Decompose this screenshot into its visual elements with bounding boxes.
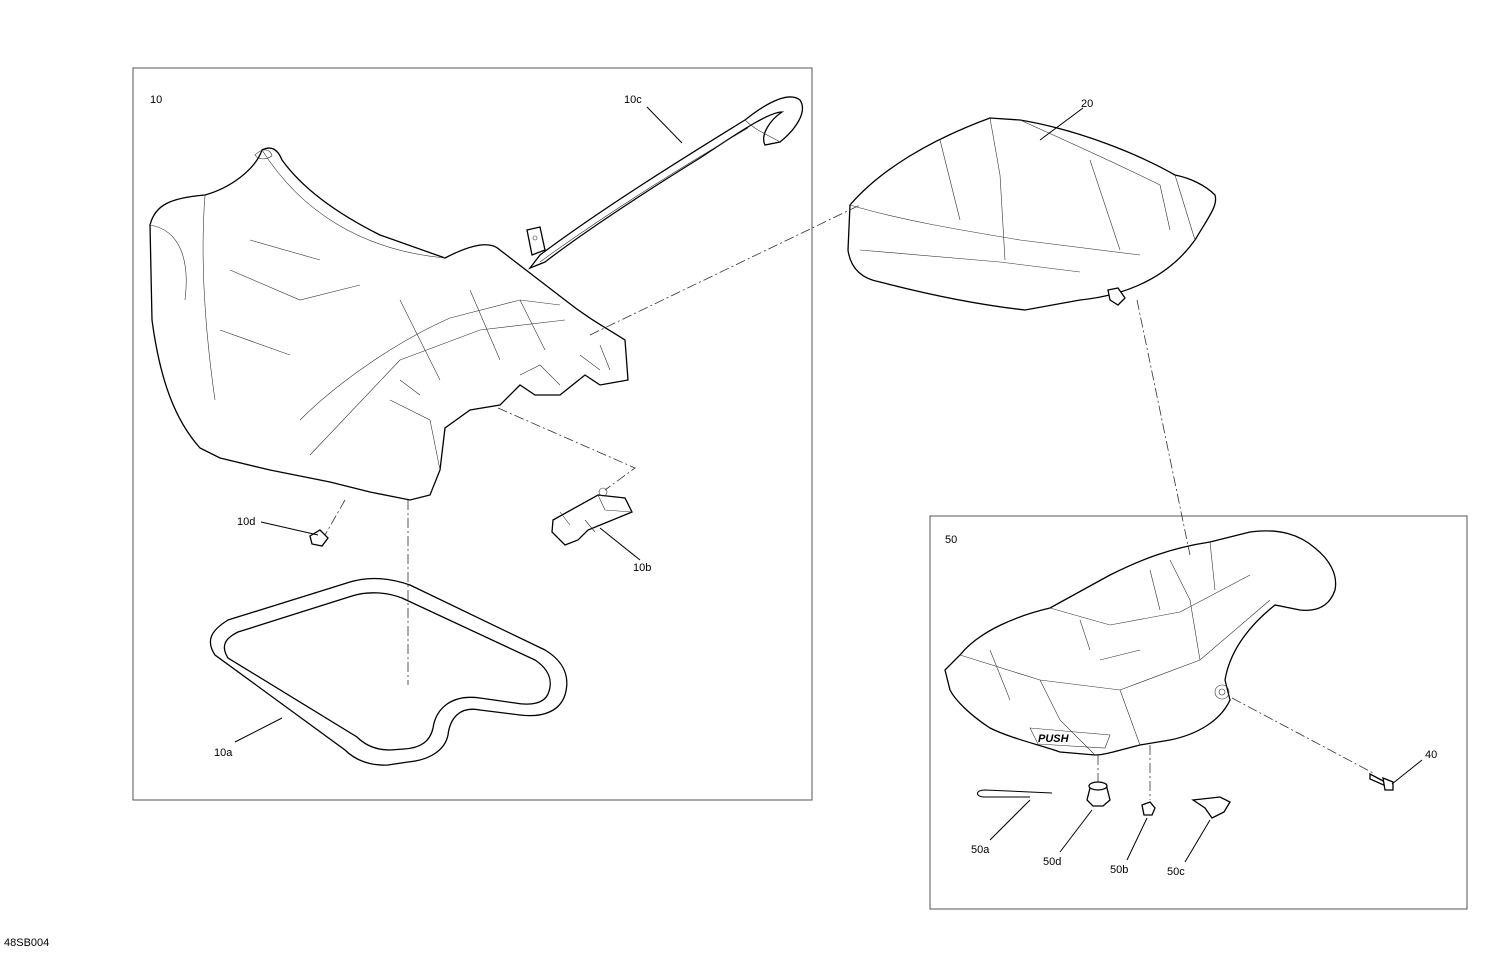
callout-50b: 50b: [1110, 864, 1128, 876]
callout-10c: 10c: [624, 94, 642, 106]
group-label-10: 10: [150, 94, 162, 106]
part-bracket: [551, 487, 633, 546]
part-pin: [977, 789, 1053, 798]
callout-10a: 10a: [214, 747, 233, 759]
assembly-lines: [324, 204, 1376, 800]
callout-50a: 50a: [971, 844, 990, 856]
part-gasket: [209, 577, 568, 766]
part-storage-tub: PUSH: [944, 530, 1337, 756]
leader-lines: [234, 106, 1423, 863]
callout-10b: 10b: [633, 562, 651, 574]
part-nut: [1141, 801, 1156, 816]
part-seat-rear: [847, 117, 1217, 311]
part-latch: [1191, 796, 1231, 819]
callout-50c: 50c: [1167, 866, 1185, 878]
callout-50d: 50d: [1043, 856, 1061, 868]
part-knob: [1086, 781, 1111, 807]
callout-10d: 10d: [237, 516, 255, 528]
part-grab-strap: [526, 96, 804, 270]
diagram-code: 48SB004: [4, 937, 49, 949]
callout-40: 40: [1425, 749, 1437, 761]
group-frame-50: [929, 515, 1468, 910]
tub-emboss-text: PUSH: [1038, 733, 1070, 745]
group-label-50: 50: [945, 534, 957, 546]
group-frame-10: [132, 67, 813, 801]
part-screw: [1369, 772, 1394, 791]
callout-labels: 10c 20 10d 10b 10a 40 50a 50d 50b 50c: [214, 94, 1437, 878]
part-seat-main: [149, 147, 629, 501]
callout-20: 20: [1081, 98, 1093, 110]
part-clip: [309, 529, 329, 547]
